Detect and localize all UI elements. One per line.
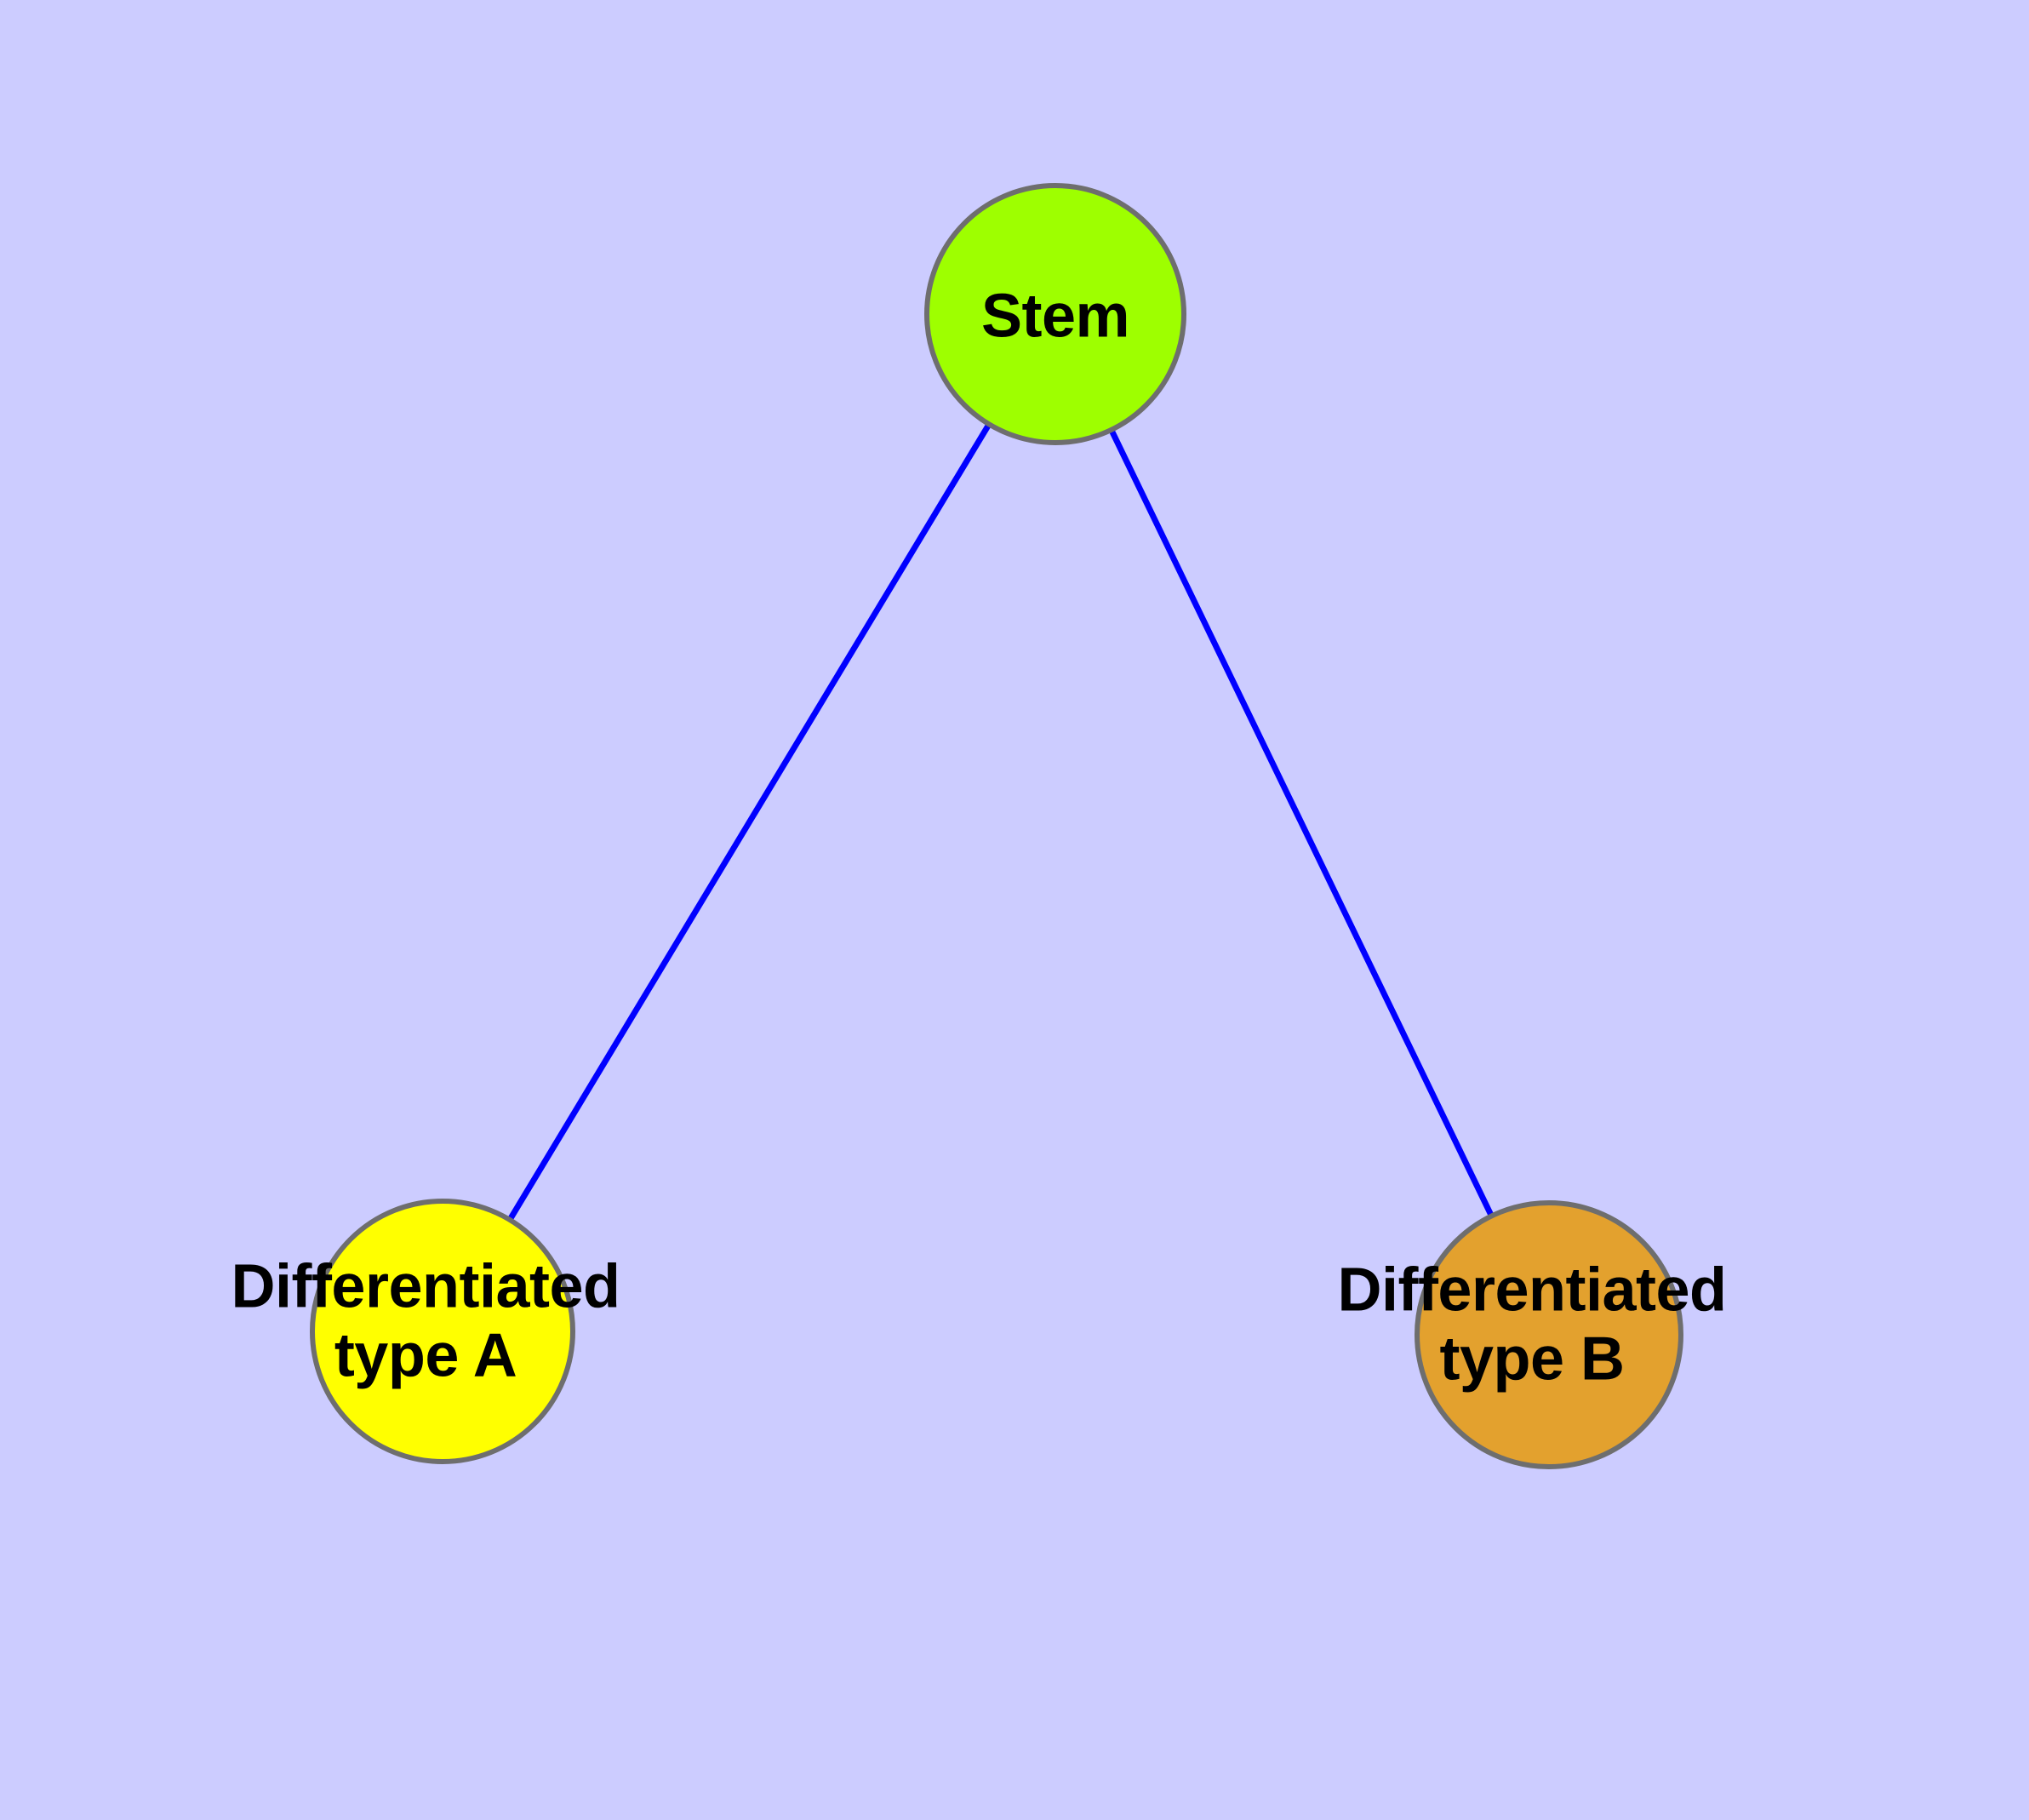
node-differentiated-type-a[interactable] — [310, 1199, 575, 1464]
edge-stem-to-differentiated-type-a[interactable] — [440, 312, 1058, 1333]
node-differentiated-type-b[interactable] — [1415, 1200, 1683, 1469]
node-stem[interactable] — [924, 183, 1186, 445]
edge-layer — [440, 312, 1552, 1336]
edge-stem-to-differentiated-type-b[interactable] — [1052, 312, 1552, 1336]
node-layer — [310, 183, 1683, 1469]
